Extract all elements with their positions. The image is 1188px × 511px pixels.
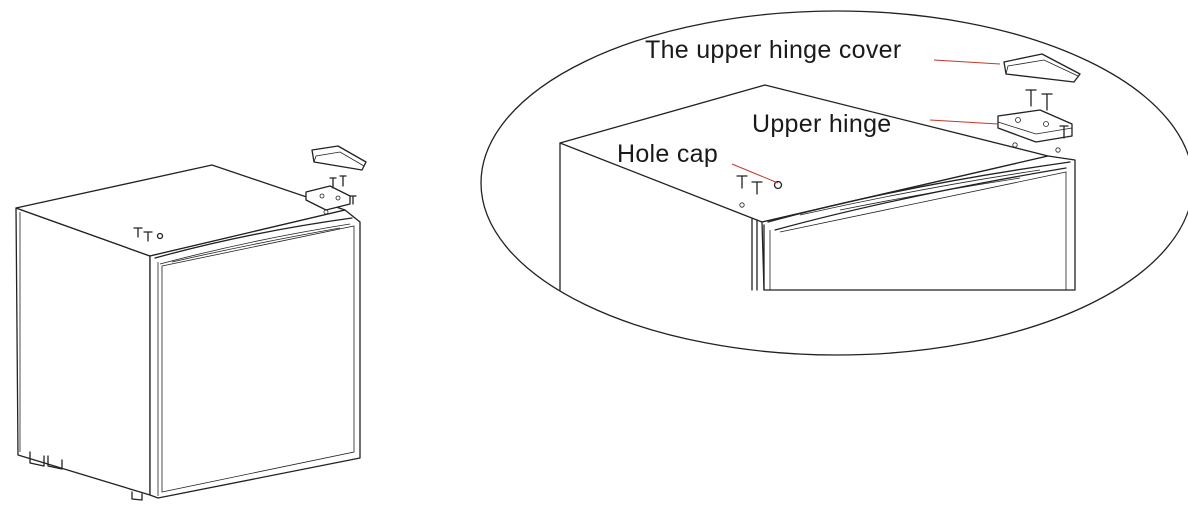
leader-line-cap xyxy=(731,163,779,184)
hole-cap-screws-large-icon xyxy=(736,175,783,195)
hinge-cover-small-icon xyxy=(311,145,367,171)
magnified-detail-view xyxy=(480,10,1188,356)
refrigerator-full-view xyxy=(15,145,367,501)
leader-line-hinge xyxy=(929,119,999,125)
hinge-cover-large-icon xyxy=(1003,53,1081,83)
hole-cap-screws-icon xyxy=(133,227,164,242)
label-upper-hinge: Upper hinge xyxy=(752,110,892,138)
label-hole-cap: Hole cap xyxy=(617,140,719,168)
upper-hinge-large-icon xyxy=(997,89,1073,143)
upper-hinge-small-icon xyxy=(305,175,357,211)
leader-line-cover xyxy=(933,59,1001,65)
label-upper-hinge-cover: The upper hinge cover xyxy=(645,36,902,64)
